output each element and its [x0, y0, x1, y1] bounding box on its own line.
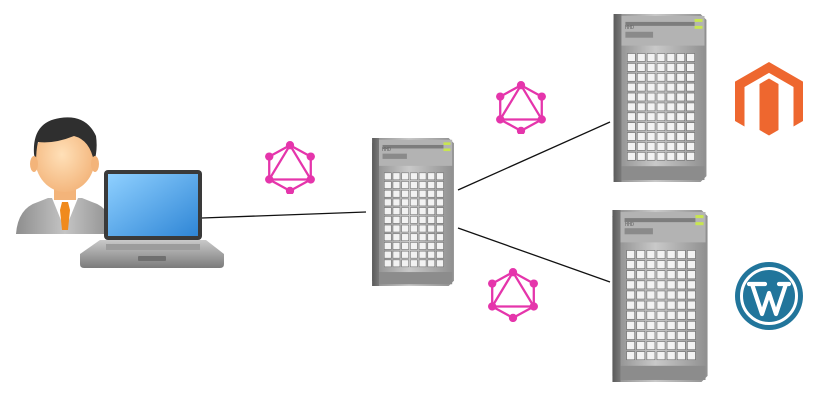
bottom-server-tag: HHD: [625, 222, 634, 228]
bottom-server: HHD: [611, 210, 709, 382]
top-server-tag: HHD: [625, 25, 634, 31]
gateway-server: HHD: [371, 138, 455, 286]
graphql-icon: [264, 140, 316, 194]
laptop-icon: [80, 170, 224, 268]
user-icon: [16, 117, 114, 234]
connection-lines: [201, 121, 611, 283]
wordpress-logo-icon: [735, 262, 803, 330]
graphql-icon: [487, 266, 539, 322]
graphql-icon: [495, 80, 547, 134]
connection-gateway-to-bottom-server: [457, 227, 611, 283]
top-server: HHD: [612, 14, 708, 182]
magento-logo-icon: [735, 62, 803, 136]
connection-gateway-to-top-server: [457, 121, 611, 191]
gateway-server-tag: HHD: [382, 147, 391, 153]
connection-laptop-to-gateway: [201, 211, 367, 219]
